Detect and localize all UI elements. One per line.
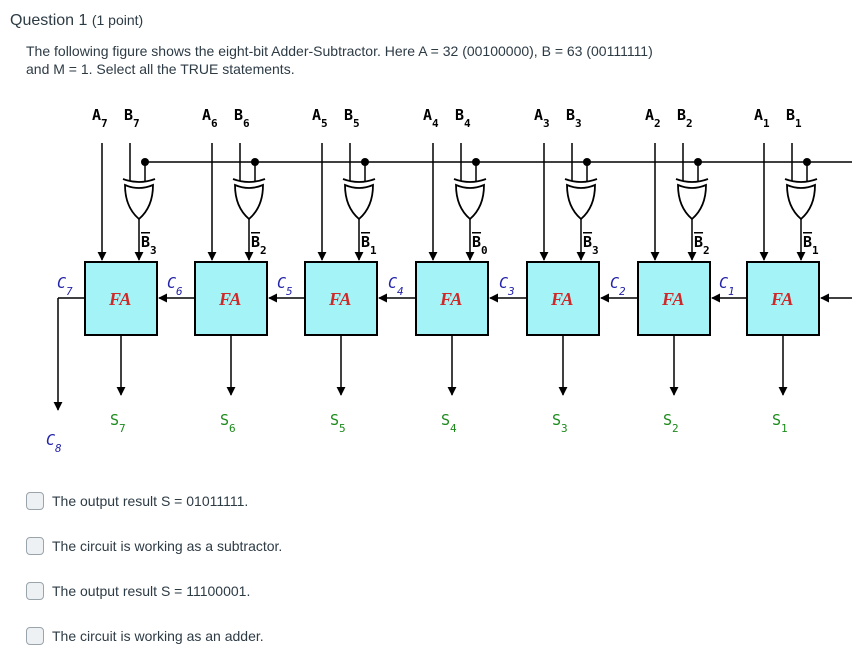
b-bar-label: B3: [583, 233, 599, 257]
xor-gate: [124, 183, 154, 221]
input-label-a: A5: [312, 106, 328, 130]
answer-checkbox-2[interactable]: [26, 537, 44, 555]
question-title: Question 1 (1 point): [10, 12, 143, 30]
xor-gate: [786, 183, 816, 221]
input-label-a: A6: [202, 106, 218, 130]
answer-label-2: The circuit is working as a subtractor.: [52, 538, 283, 554]
xor-gate-arc: [564, 178, 598, 183]
xor-gate-arc: [453, 178, 487, 183]
answer-checkbox-4[interactable]: [26, 627, 44, 645]
full-adder-box: [304, 261, 378, 336]
input-label-a: A3: [534, 106, 550, 130]
full-adder-label: FA: [661, 289, 684, 309]
carry-label: C1: [719, 274, 735, 298]
b-bar-label: B2: [694, 233, 710, 257]
answer-option-1[interactable]: The output result S = 01011111.: [26, 490, 282, 512]
carry-label: C2: [610, 274, 626, 298]
full-adder-box: [746, 261, 820, 336]
input-label-a: A7: [92, 106, 108, 130]
b-bar-label: B3: [141, 233, 157, 257]
full-adder-label: FA: [218, 289, 241, 309]
full-adder-box: [637, 261, 711, 336]
b-bar-label: B0: [472, 233, 488, 257]
input-label-a: A1: [754, 106, 770, 130]
input-label-b: B3: [566, 106, 582, 130]
sum-label: S6: [220, 411, 236, 435]
b-bar-label: B1: [803, 233, 819, 257]
answer-label-1: The output result S = 01011111.: [52, 493, 249, 509]
full-adder-label: FA: [328, 289, 351, 309]
input-label-b: B1: [786, 106, 802, 130]
xor-gate-arc: [675, 178, 709, 183]
xor-gate-arc: [342, 178, 376, 183]
carry-label: C6: [167, 274, 183, 298]
full-adder-label: FA: [770, 289, 793, 309]
b-bar-label: B1: [361, 233, 377, 257]
answer-list: The output result S = 01011111. The circ…: [26, 490, 282, 670]
carry-label: C7: [57, 274, 73, 298]
sum-label: S3: [552, 411, 568, 435]
question-title-text: Question 1: [10, 12, 88, 29]
xor-gate: [455, 183, 485, 221]
sum-label: S5: [330, 411, 346, 435]
input-label-a: A4: [423, 106, 439, 130]
xor-gate-arc: [784, 178, 818, 183]
input-label-b: B7: [124, 106, 140, 130]
xor-gate-arc: [122, 178, 156, 183]
full-adder-box: [194, 261, 268, 336]
sum-label: S2: [663, 411, 679, 435]
full-adder-label: FA: [550, 289, 573, 309]
answer-option-2[interactable]: The circuit is working as a subtractor.: [26, 535, 282, 557]
input-label-b: B5: [344, 106, 360, 130]
carry-out-label: C8: [46, 431, 62, 455]
answer-label-3: The output result S = 11100001.: [52, 583, 251, 599]
answer-option-4[interactable]: The circuit is working as an adder.: [26, 625, 282, 647]
input-label-b: B6: [234, 106, 250, 130]
carry-label: C4: [388, 274, 404, 298]
full-adder-label: FA: [439, 289, 462, 309]
xor-gate: [677, 183, 707, 221]
full-adder-label: FA: [108, 289, 131, 309]
xor-gate: [344, 183, 374, 221]
question-points: (1 point): [91, 12, 144, 28]
answer-option-3[interactable]: The output result S = 11100001.: [26, 580, 282, 602]
input-label-b: B4: [455, 106, 471, 130]
answer-label-4: The circuit is working as an adder.: [52, 628, 264, 644]
answer-checkbox-3[interactable]: [26, 582, 44, 600]
sum-label: S1: [772, 411, 788, 435]
answer-checkbox-1[interactable]: [26, 492, 44, 510]
xor-gate-arc: [232, 178, 266, 183]
carry-label: C3: [499, 274, 515, 298]
carry-label: C5: [277, 274, 293, 298]
sum-label: S4: [441, 411, 457, 435]
xor-gate: [566, 183, 596, 221]
xor-gate: [234, 183, 264, 221]
b-bar-label: B2: [251, 233, 267, 257]
question-text: The following figure shows the eight-bit…: [26, 43, 653, 77]
input-label-a: A2: [645, 106, 661, 130]
sum-label: S7: [110, 411, 126, 435]
full-adder-box: [526, 261, 600, 336]
input-label-b: B2: [677, 106, 693, 130]
